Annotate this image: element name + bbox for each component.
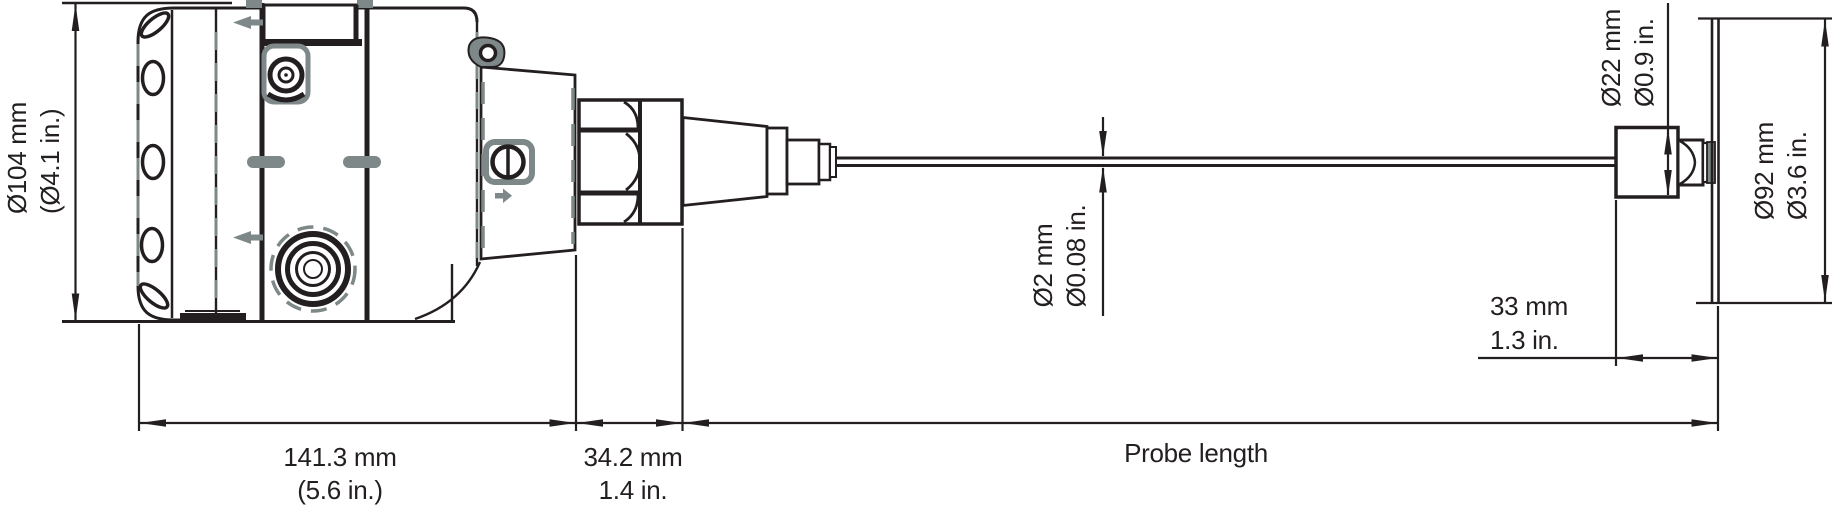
dim-adapter-length-label: 34.2 mm 1.4 in. [583,441,682,506]
cover-lock-arrow-top [233,16,263,29]
cover-vent-slots [138,11,171,310]
dim-probe-diameter-imperial: Ø0.08 in. [1061,204,1091,308]
dim-end-plug-diameter-metric: Ø22 mm [1596,9,1626,107]
dim-end-offset-lines [1478,200,1718,366]
dim-bottom-chain-lines [137,228,1720,431]
dim-disc-diameter-imperial: Ø3.6 in. [1782,131,1812,220]
dim-probe-length-label: Probe length [1124,437,1268,470]
terminal-sight-glass [261,43,311,105]
dimension-lines [62,1,1832,431]
conduit-entry [269,225,357,313]
dim-end-offset-label: 33 mm 1.3 in. [1490,289,1568,357]
dim-housing-length-label: 141.3 mm (5.6 in.) [283,441,397,506]
dim-disc-diameter-lines [1696,17,1832,305]
dim-end-plug-diameter-imperial: Ø0.9 in. [1629,18,1659,107]
dim-end-plug-diameter-lines [1664,3,1672,196]
dim-disc-diameter-metric: Ø92 mm [1749,122,1779,220]
polarity-mark [495,188,512,203]
dim-adapter-length-metric: 34.2 mm [583,442,683,472]
centering-disc [1710,18,1720,303]
dim-housing-diameter-metric: Ø104 mm [2,101,32,215]
transmitter-housing [62,0,482,323]
dim-end-plug-diameter-label: Ø22 mm Ø0.9 in. [1595,9,1661,107]
cover-lock-arrow-bottom [233,231,263,244]
dim-probe-diameter-lines [1099,117,1107,316]
dim-end-offset-imperial: 1.3 in. [1490,325,1559,355]
probe-adapter [681,115,837,208]
dim-disc-diameter-label: Ø92 mm Ø3.6 in. [1748,122,1814,220]
dim-housing-length-metric: 141.3 mm [283,442,397,472]
dim-probe-length-text: Probe length [1124,438,1268,468]
dim-end-offset-metric: 33 mm [1490,291,1568,321]
dim-housing-diameter-lines [62,1,232,322]
dim-housing-length-imperial: (5.6 in.) [297,475,383,505]
dim-adapter-length-imperial: 1.4 in. [598,475,668,505]
dim-probe-diameter-metric: Ø2 mm [1028,223,1058,308]
dim-probe-diameter-label: Ø2 mm Ø0.08 in. [1027,205,1093,308]
display-window [262,3,362,46]
process-connection-hex [577,98,684,226]
dim-housing-diameter-label: Ø104 mm (Ø4.1 in.) [1,102,67,214]
housing-neck [467,36,577,261]
mounting-lug [467,36,506,68]
dim-housing-diameter-imperial: (Ø4.1 in.) [35,108,65,215]
ground-screw-plate [483,139,535,185]
probe-rod [836,156,1616,167]
